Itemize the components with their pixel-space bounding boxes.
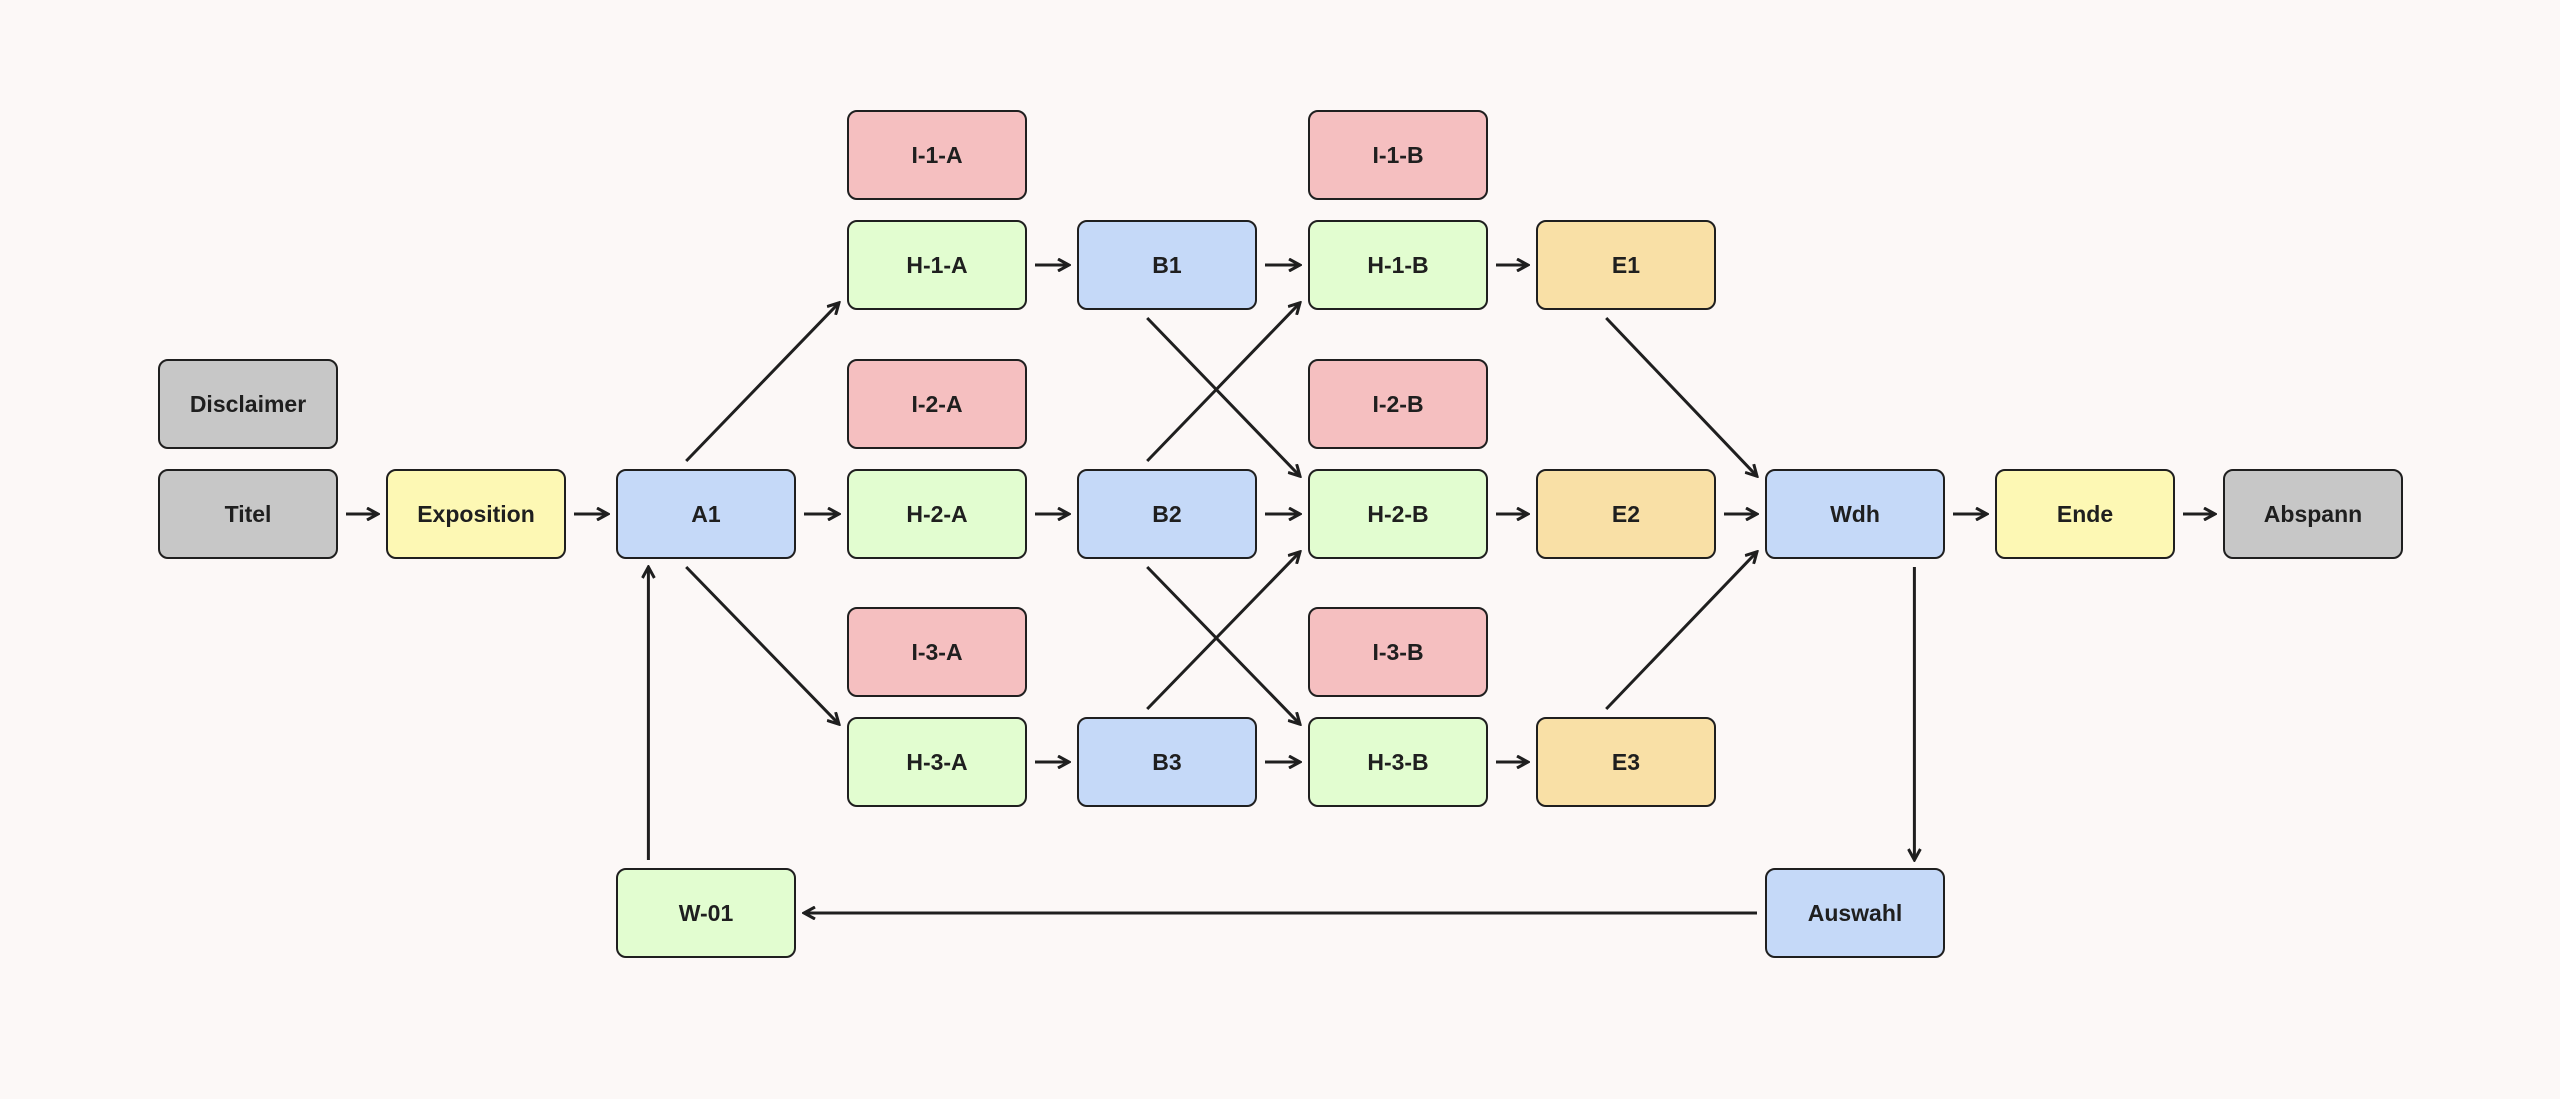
- node-i-3-b: I-3-B: [1308, 607, 1488, 697]
- node-h-2-b: H-2-B: [1308, 469, 1488, 559]
- arrow-e3-to-wdh: [1605, 552, 1757, 711]
- arrow-b2-to-h1b: [1146, 303, 1300, 463]
- arrow-b2-to-h3b: [1146, 565, 1300, 724]
- node-e1: E1: [1536, 220, 1716, 310]
- node-auswahl: Auswahl: [1765, 868, 1945, 958]
- node-h-3-b: H-3-B: [1308, 717, 1488, 807]
- node-i-3-a: I-3-A: [847, 607, 1027, 697]
- node-wdh: Wdh: [1765, 469, 1945, 559]
- node-i-2-b: I-2-B: [1308, 359, 1488, 449]
- node-exposition: Exposition: [386, 469, 566, 559]
- node-i-2-a: I-2-A: [847, 359, 1027, 449]
- node-h-3-a: H-3-A: [847, 717, 1027, 807]
- arrow-a1-to-h1a: [685, 303, 839, 463]
- node-e3: E3: [1536, 717, 1716, 807]
- node-i-1-a: I-1-A: [847, 110, 1027, 200]
- node-disclaimer: Disclaimer: [158, 359, 338, 449]
- node-a1: A1: [616, 469, 796, 559]
- node-h-1-a: H-1-A: [847, 220, 1027, 310]
- node-b3: B3: [1077, 717, 1257, 807]
- arrow-a1-to-h3a: [685, 565, 839, 724]
- arrow-b3-to-h2b: [1146, 552, 1300, 711]
- node-b1: B1: [1077, 220, 1257, 310]
- arrow-b1-to-h2b: [1146, 316, 1300, 476]
- node-w-01: W-01: [616, 868, 796, 958]
- node-abspann: Abspann: [2223, 469, 2403, 559]
- node-ende: Ende: [1995, 469, 2175, 559]
- node-titel: Titel: [158, 469, 338, 559]
- arrow-e1-to-wdh: [1605, 316, 1757, 476]
- node-i-1-b: I-1-B: [1308, 110, 1488, 200]
- node-e2: E2: [1536, 469, 1716, 559]
- node-h-1-b: H-1-B: [1308, 220, 1488, 310]
- node-h-2-a: H-2-A: [847, 469, 1027, 559]
- node-b2: B2: [1077, 469, 1257, 559]
